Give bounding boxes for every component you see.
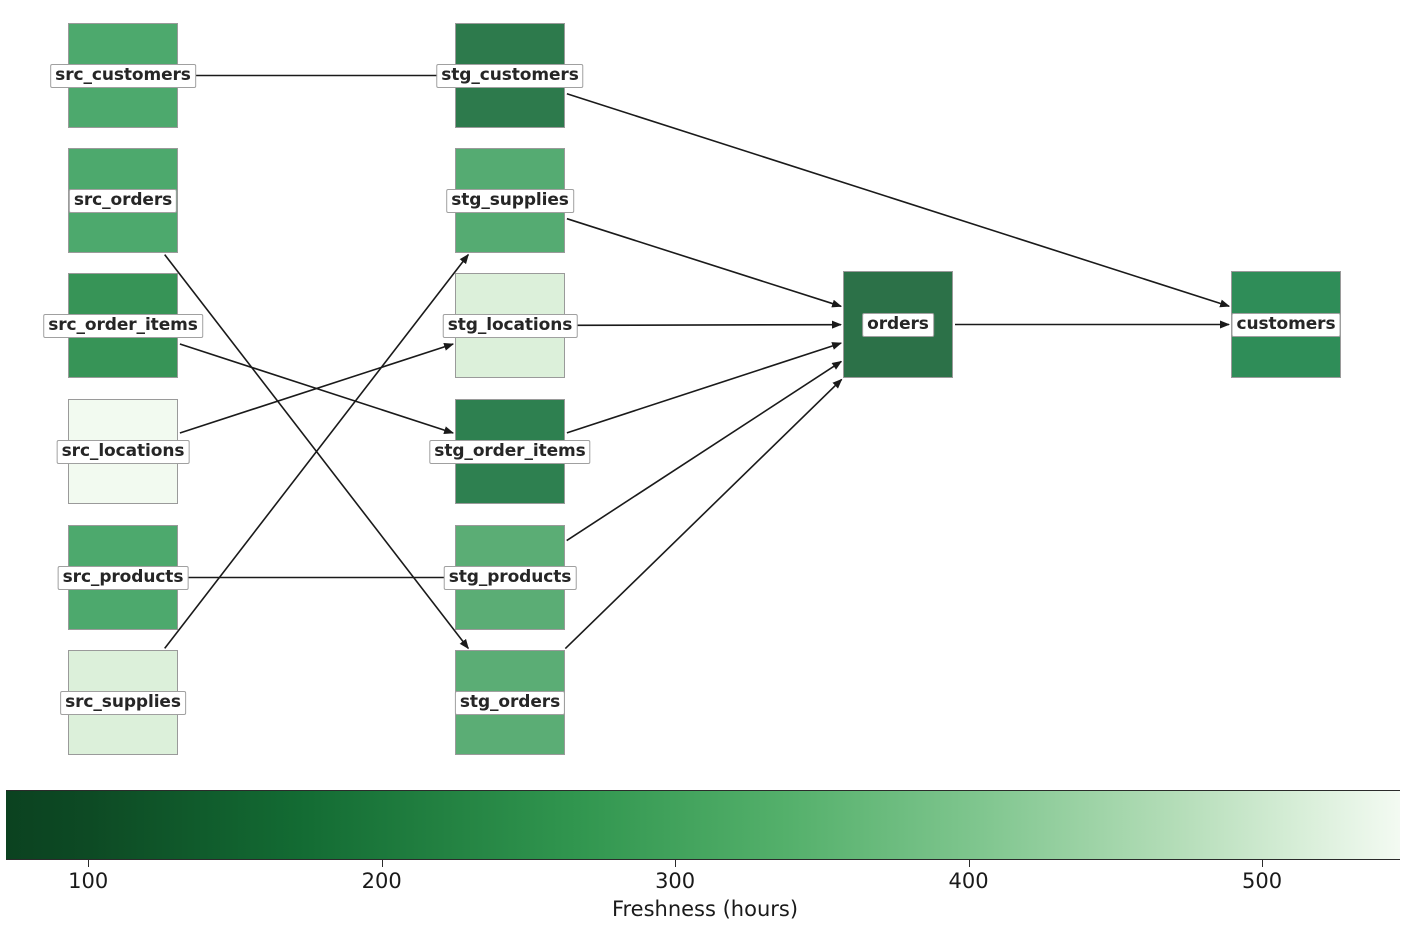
node-label-customers: customers	[1231, 312, 1341, 337]
edge-src_locations-to-stg_locations	[179, 343, 455, 434]
colorbar-gradient	[6, 790, 1400, 860]
node-label-src_supplies: src_supplies	[60, 690, 186, 715]
colorbar-tick-mark-500	[1262, 860, 1264, 867]
colorbar-tick-label-500: 500	[1242, 869, 1283, 893]
node-label-stg_orders: stg_orders	[454, 690, 566, 715]
node-label-stg_customers: stg_customers	[436, 63, 584, 88]
node-label-src_products: src_products	[57, 565, 189, 590]
colorbar-ticks: 100 200 300 400 500	[6, 860, 1400, 900]
colorbar-tick-label-400: 400	[948, 869, 989, 893]
node-label-stg_supplies: stg_supplies	[446, 188, 574, 213]
edge-stg_orders-to-orders	[564, 378, 843, 650]
node-label-stg_locations: stg_locations	[442, 313, 578, 338]
colorbar-tick-mark-300	[675, 860, 677, 867]
edge-stg_products-to-orders	[566, 360, 843, 542]
colorbar-tick-mark-200	[381, 860, 383, 867]
edge-stg_customers-to-customers	[566, 92, 1231, 308]
node-label-src_locations: src_locations	[56, 439, 190, 464]
node-label-stg_order_items: stg_order_items	[429, 439, 591, 464]
edge-layer	[164, 74, 1231, 650]
edge-stg_supplies-to-orders	[566, 217, 843, 308]
edge-stg_order_items-to-orders	[566, 342, 843, 434]
colorbar-axis-label: Freshness (hours)	[611, 897, 799, 921]
colorbar-tick-mark-400	[968, 860, 970, 867]
colorbar-tick-label-200: 200	[361, 869, 402, 893]
colorbar-tick-mark-100	[88, 860, 90, 867]
node-label-stg_products: stg_products	[443, 565, 577, 590]
colorbar-tick-label-100: 100	[68, 869, 109, 893]
colorbar-tick-label-300: 300	[655, 869, 696, 893]
edge-src_supplies-to-stg_supplies	[164, 253, 469, 649]
colorbar: 100 200 300 400 500	[6, 790, 1400, 893]
edge-stg_locations-to-orders	[566, 320, 842, 329]
node-label-orders: orders	[862, 312, 934, 337]
node-label-src_order_items: src_order_items	[43, 313, 203, 338]
node-label-src_orders: src_orders	[68, 188, 178, 213]
node-label-src_customers: src_customers	[50, 63, 196, 88]
